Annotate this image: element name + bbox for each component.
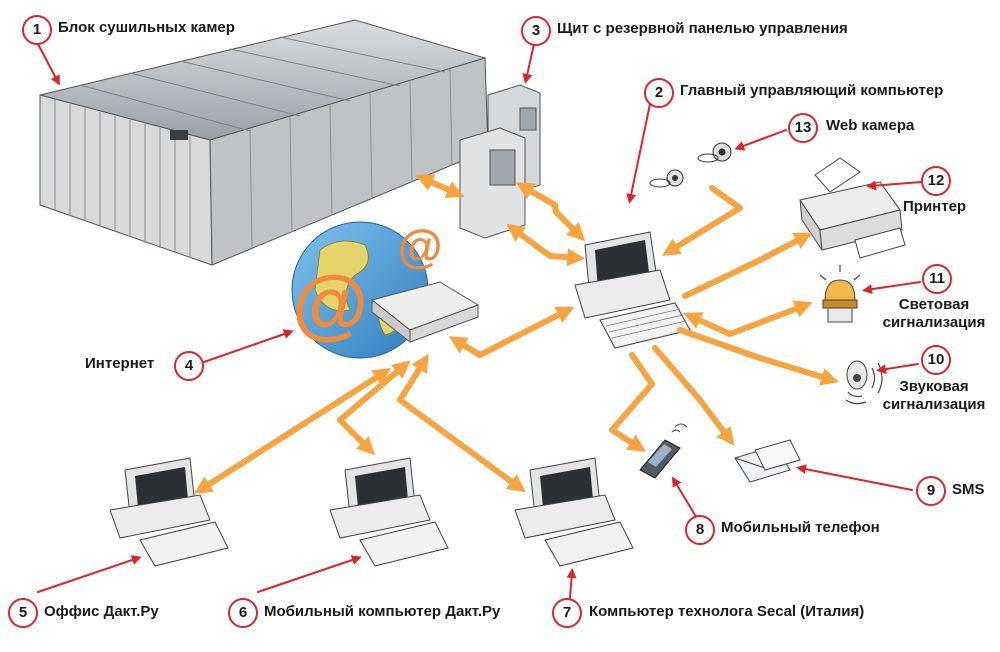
label-sound-signal-line1: Звуковая <box>899 378 969 395</box>
link-internet-office <box>193 368 392 494</box>
pointer-9 <box>796 464 913 491</box>
printer <box>799 157 906 259</box>
badge-7: 7 <box>552 598 582 628</box>
web-camera <box>649 142 732 188</box>
mobile-phone <box>639 423 688 479</box>
link-cabinet-dryer <box>415 174 465 198</box>
control-cabinet <box>459 84 541 239</box>
pointer-2 <box>626 103 651 204</box>
badge-9: 9 <box>916 476 946 506</box>
badge-2: 2 <box>644 78 674 108</box>
at-sign-small-icon: @ <box>398 220 443 272</box>
sms-envelopes <box>734 439 801 483</box>
badge-10: 10 <box>921 345 951 375</box>
link-main-light <box>683 300 813 337</box>
label-internet: Интернет <box>85 355 155 372</box>
label-sound-signal-line2: сигнализация <box>882 396 986 413</box>
pointer-3 <box>522 43 535 84</box>
pointer-13 <box>734 129 787 151</box>
badge-12: 12 <box>921 166 951 196</box>
pointer-8 <box>671 476 699 521</box>
pointer-7 <box>566 568 577 599</box>
link-main-phone <box>609 352 655 452</box>
sound-signal <box>845 360 883 405</box>
label-sound-signal: Звуковая сигнализация <box>873 378 995 414</box>
label-light-signal-line1: Световая <box>898 296 970 313</box>
badge-4: 4 <box>174 351 204 381</box>
link-webcam-main <box>661 185 743 256</box>
badge-8: 8 <box>685 515 715 545</box>
link-internet-mobile <box>337 360 411 456</box>
label-light-signal: Световая сигнализация <box>873 296 995 332</box>
technologist-computer <box>514 457 634 567</box>
badge-13: 13 <box>788 113 818 143</box>
link-cabinet-main-a <box>506 223 586 267</box>
badge-11: 11 <box>922 264 952 294</box>
pointer-6 <box>257 555 362 593</box>
label-printer: Принтер <box>903 198 967 215</box>
drying-chambers-block <box>39 19 489 266</box>
office-computer <box>109 457 229 567</box>
link-cabinet-main-b <box>515 182 586 242</box>
badge-3: 3 <box>521 16 551 46</box>
label-mobile-office: Мобильный компьютер Дакт.Ру <box>264 603 501 620</box>
pointer-1 <box>37 43 60 86</box>
label-light-signal-line2: сигнализация <box>882 314 986 331</box>
pointer-5 <box>37 555 142 593</box>
label-technologist-computer: Компьютер технолога Secal (Италия) <box>589 603 865 620</box>
badge-1: 1 <box>22 15 52 45</box>
mobile-office-computer <box>329 457 449 567</box>
label-mobile-phone: Мобильный телефон <box>721 519 880 536</box>
pointer-11 <box>862 281 921 295</box>
badge-5: 5 <box>8 598 38 628</box>
pointer-4 <box>203 329 294 363</box>
at-sign-large-icon: @ <box>292 259 368 347</box>
link-internet-technologist <box>397 353 526 493</box>
badge-6: 6 <box>228 598 258 628</box>
label-drying-chambers: Блок сушильных камер <box>58 19 235 36</box>
label-main-computer: Главный управляющий компьютер <box>680 82 944 99</box>
internet-globe: @ @ <box>291 220 480 359</box>
label-office: Оффис Дакт.Ру <box>44 603 159 620</box>
pointer-10 <box>876 363 919 375</box>
link-main-sound <box>677 327 839 386</box>
link-main-printer <box>682 232 813 299</box>
label-web-camera: Web камера <box>826 117 915 134</box>
light-signal <box>819 265 861 323</box>
link-main-sms <box>652 345 735 446</box>
main-computer <box>574 231 691 349</box>
label-sms: SMS <box>952 481 985 498</box>
label-control-cabinet: Щит с резервной панелью управления <box>557 20 848 37</box>
pointer-12 <box>866 180 923 191</box>
